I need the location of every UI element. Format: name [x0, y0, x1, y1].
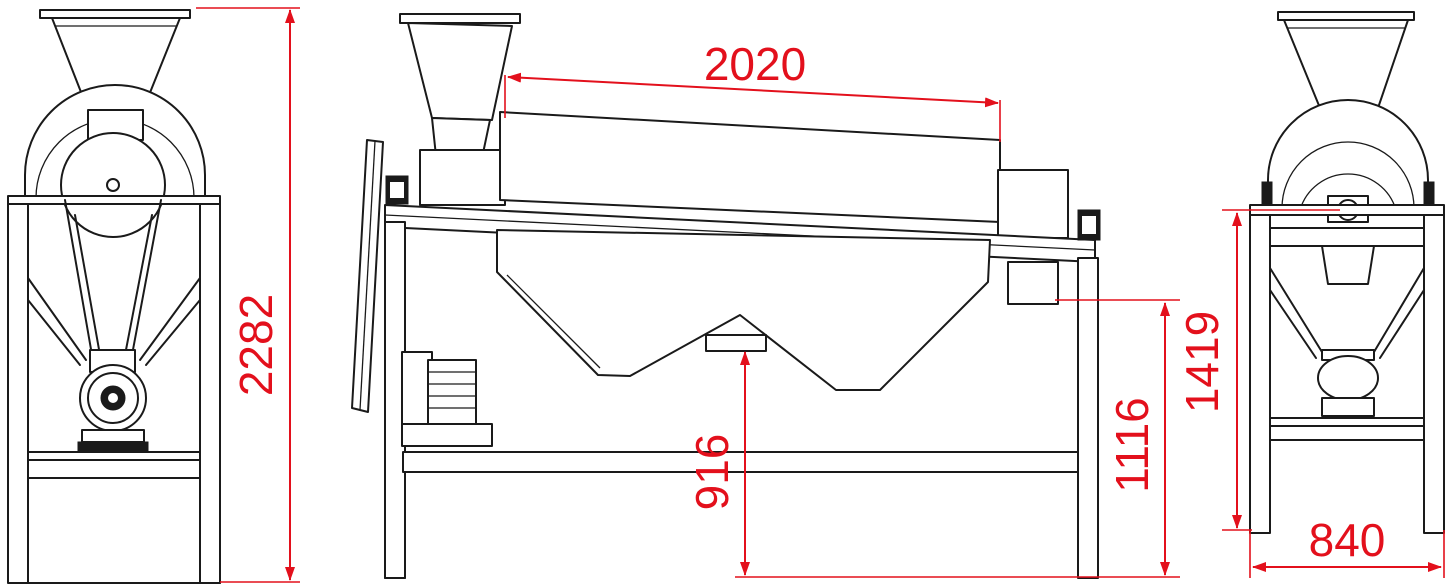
- dimension-overall-height: 2282: [196, 7, 300, 583]
- dimension-drum-length: 2020: [504, 38, 1001, 142]
- side-hopper-plate: [399, 13, 521, 24]
- label-axle-height: 1419: [1176, 311, 1228, 413]
- end-hopper: [1283, 19, 1409, 109]
- front-leg-right: [199, 202, 221, 584]
- end-hopper-plate: [1277, 11, 1415, 21]
- side-outlet: [705, 334, 767, 352]
- front-hopper-plate: [39, 9, 191, 19]
- side-motor: [427, 359, 477, 425]
- side-view: [351, 13, 1101, 579]
- end-motor: [1317, 355, 1379, 401]
- dimension-outlet-height: 916: [686, 351, 1100, 578]
- side-bottom-rail: [402, 451, 1079, 473]
- end-leg-left: [1249, 209, 1271, 534]
- end-housing: [1267, 99, 1429, 211]
- front-pulley: [60, 132, 166, 238]
- side-hopper: [407, 22, 513, 121]
- label-width: 840: [1309, 514, 1386, 566]
- dimension-frame-height: 1116: [1055, 299, 1180, 578]
- end-leg-right: [1423, 209, 1445, 534]
- dimension-axle-height: 1419: [1176, 209, 1340, 531]
- label-drum-length: 2020: [704, 38, 806, 90]
- label-outlet-height: 916: [686, 434, 738, 511]
- front-view: [7, 9, 221, 584]
- front-leg-left: [7, 202, 29, 584]
- dimension-width: 840: [1249, 514, 1445, 578]
- label-overall-height: 2282: [230, 294, 282, 396]
- label-frame-height: 1116: [1106, 397, 1158, 493]
- side-collector: [496, 229, 991, 391]
- side-drum: [499, 111, 1001, 223]
- side-leg-right: [1077, 257, 1099, 579]
- end-view: [1249, 11, 1445, 534]
